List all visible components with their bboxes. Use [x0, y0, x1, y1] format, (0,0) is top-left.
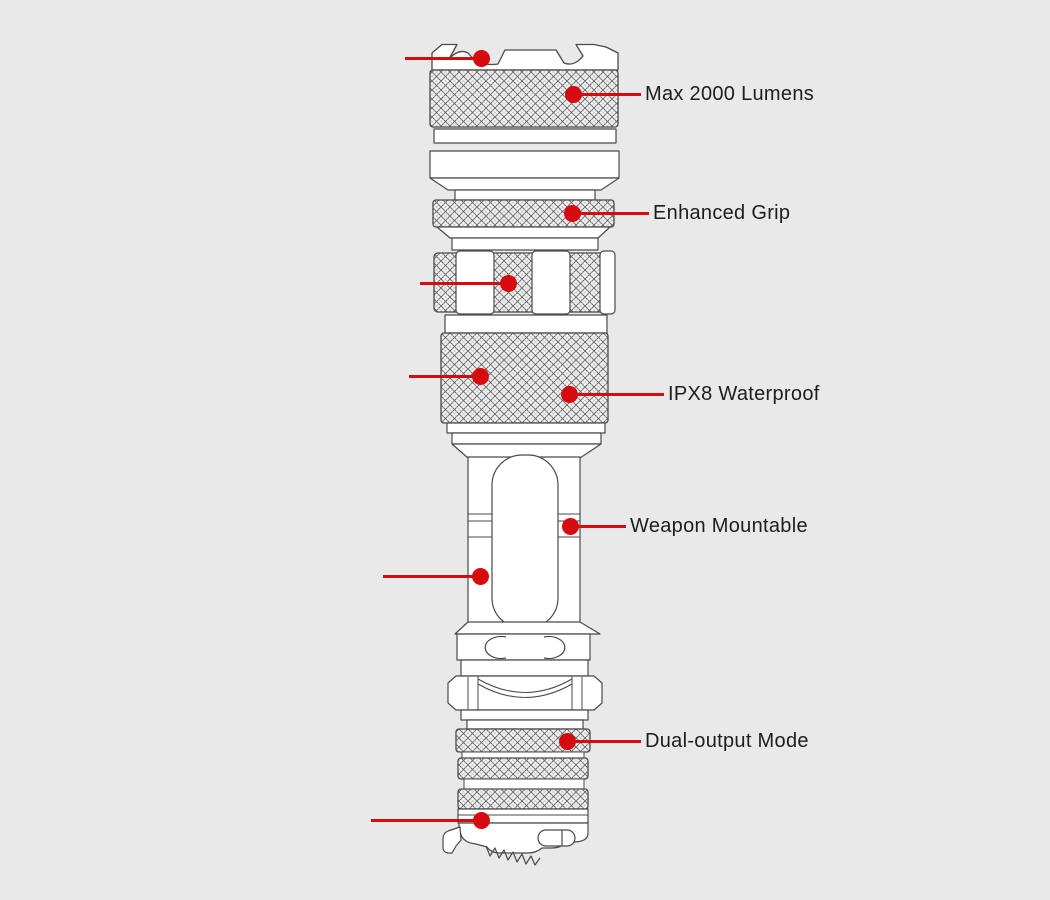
- tailcap-lever: [442, 826, 462, 854]
- callout-line: [567, 739, 641, 743]
- tail-gap-1: [461, 751, 585, 759]
- callout-line: [420, 281, 508, 285]
- head-shoulder: [429, 177, 620, 191]
- flashlight-head: [429, 43, 620, 251]
- flashlight-control-ring: [433, 250, 616, 315]
- mount-rail-panel: [491, 454, 559, 629]
- body-band-2: [451, 432, 602, 445]
- flashlight-tail: [442, 728, 591, 866]
- control-ring-flat-edge: [599, 250, 616, 315]
- callout-line: [572, 211, 649, 215]
- mount-groove-left: [468, 513, 492, 538]
- head-band-2: [429, 150, 620, 179]
- callout-label: Max 2000 Lumens: [645, 83, 815, 105]
- tailcap-slot: [537, 829, 576, 847]
- callout-label: Dual-output Mode: [645, 730, 809, 752]
- callout-line: [371, 818, 481, 822]
- tailcap-teeth: [485, 845, 541, 866]
- arch-band: [456, 633, 591, 661]
- callout-dot: [471, 367, 489, 385]
- flashlight-body: [440, 314, 609, 730]
- callout-dot: [471, 567, 489, 585]
- clamp-band-2: [466, 719, 584, 730]
- control-ring-flat-right: [531, 250, 571, 315]
- body-knurl: [440, 332, 609, 424]
- clamp-saddle: [477, 678, 573, 698]
- clamp-bracket-lines: [467, 676, 583, 710]
- tube-flare: [454, 621, 601, 635]
- tail-gap-2: [463, 778, 585, 790]
- callout-line: [570, 524, 626, 528]
- callout-label: IPX8 Waterproof: [668, 383, 820, 405]
- callout-dot: [472, 811, 490, 829]
- callout-line: [405, 56, 481, 60]
- tail-knurl-2: [457, 757, 589, 780]
- arch-cutout-right: [543, 635, 566, 660]
- clamp-band-1: [460, 709, 589, 721]
- head-band-5: [451, 237, 599, 251]
- callout-line: [569, 392, 664, 396]
- callout-label: Enhanced Grip: [653, 202, 791, 224]
- callout-dot: [472, 49, 490, 67]
- head-band-4: [436, 226, 611, 239]
- head-knurl-ring: [429, 69, 619, 128]
- callout-line: [383, 574, 480, 578]
- callout-line: [409, 374, 480, 378]
- tail-knurl-3: [457, 788, 589, 810]
- callout-dot: [499, 274, 517, 292]
- body-band-1: [446, 422, 606, 434]
- callout-line: [573, 92, 641, 96]
- lower-band: [460, 659, 589, 677]
- head-band-3: [454, 189, 596, 201]
- callout-label: Weapon Mountable: [630, 515, 808, 537]
- body-band-top: [444, 314, 608, 334]
- arch-cutout-left: [484, 635, 507, 660]
- head-band-1: [433, 128, 617, 144]
